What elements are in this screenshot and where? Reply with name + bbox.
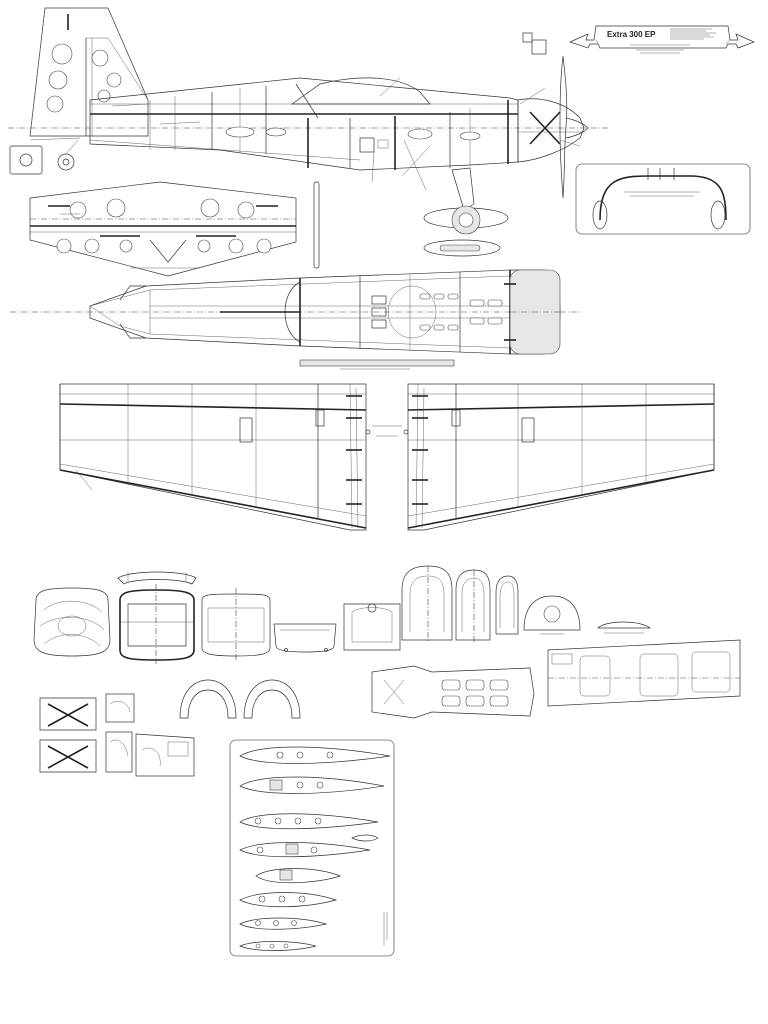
main-gear-side: [423, 167, 509, 257]
horizontal-stabilizer: [29, 181, 297, 277]
register-square-large: [531, 39, 547, 55]
tail-wheel: [9, 137, 81, 175]
wing-right: [407, 383, 715, 531]
fuselage-top-view: [10, 269, 580, 355]
cowl-side: [517, 98, 585, 163]
wheel-icon: [57, 153, 75, 171]
wing-root-marks: [365, 425, 409, 437]
gear-plates: [39, 693, 195, 777]
former-f3: [201, 588, 271, 662]
canopy-former-panel: [575, 163, 751, 235]
fuselage-side: [89, 77, 519, 171]
title-block: Extra 300 EP: [522, 25, 755, 55]
canopy-formers-row: [401, 565, 519, 642]
motor-box: [371, 665, 535, 719]
former-f4: [273, 623, 337, 653]
title-fine-print: [630, 28, 716, 54]
former-f2-top: [117, 571, 197, 585]
wing-left: [59, 383, 367, 531]
wing-fairing-part: [597, 621, 652, 634]
cowl-ring-former: [523, 595, 581, 635]
former-f1: [33, 587, 111, 657]
side-view: [8, 7, 610, 257]
wing-ribs-panel: [229, 739, 395, 957]
fuselage-side-panel: [547, 639, 741, 707]
arched-formers: [179, 679, 301, 719]
register-square-small: [522, 32, 533, 43]
canopy-side: [290, 77, 431, 105]
spar-strip: [299, 359, 455, 367]
fin-rudder: [29, 7, 149, 137]
former-f2: [119, 584, 195, 664]
side-callouts: [371, 77, 581, 191]
plan-title: Extra 300 EP: [607, 30, 656, 39]
title-banner-icon: [569, 25, 755, 49]
firewall-former: [343, 603, 401, 651]
propeller-icon: [559, 55, 589, 199]
wing-joiner-strip: [313, 181, 320, 269]
